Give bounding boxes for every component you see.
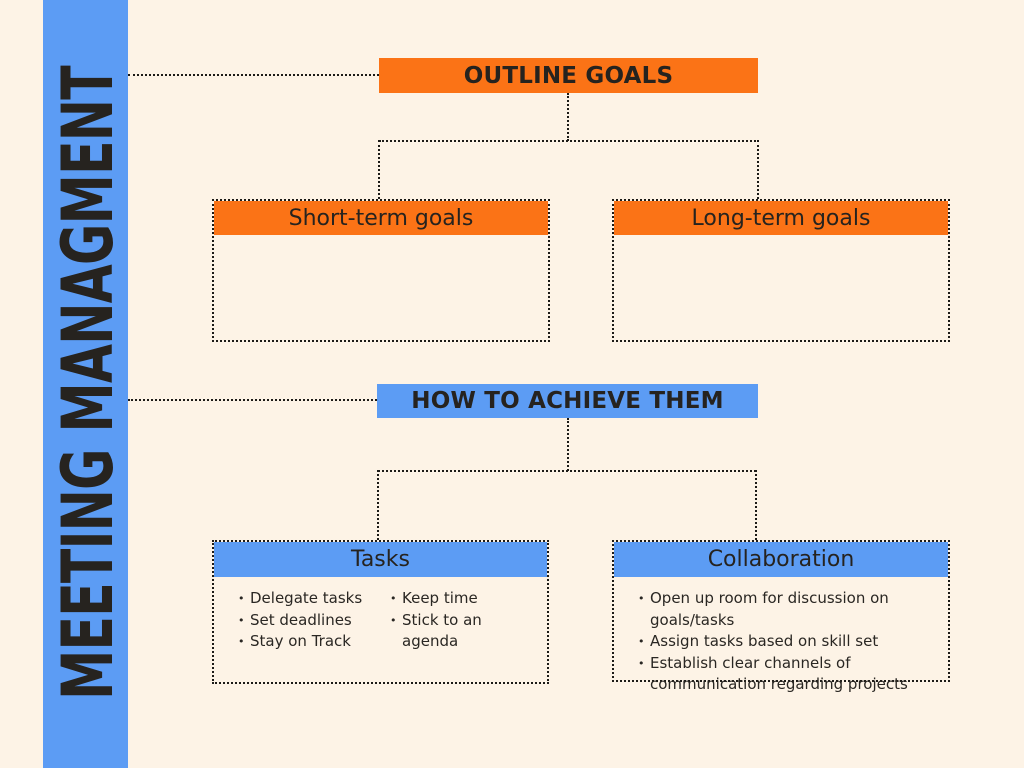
task-item: Set deadlines — [236, 610, 388, 632]
tasks-header: Tasks — [214, 542, 547, 577]
long-term-goals-body — [614, 235, 948, 246]
node-outline-goals: OUTLINE GOALS — [379, 58, 758, 93]
title-bar — [43, 0, 128, 768]
connector-how-rail — [378, 470, 756, 472]
node-long-term-goals: Long-term goals — [612, 199, 950, 342]
connector-outline-rail — [379, 140, 759, 142]
long-term-goals-header: Long-term goals — [614, 201, 948, 235]
task-item: Keep time — [388, 588, 537, 610]
collaboration-item: Assign tasks based on skill set — [636, 631, 938, 653]
collaboration-header: Collaboration — [614, 542, 948, 577]
connector-drop-long-term — [757, 140, 759, 199]
connector-outline-stem — [567, 93, 569, 141]
connector-drop-short-term — [378, 140, 380, 199]
node-collaboration: Collaboration Open up room for discussio… — [612, 540, 950, 693]
task-item: Stick to an agenda — [388, 610, 537, 653]
node-short-term-goals: Short-term goals — [212, 199, 550, 342]
task-item: Delegate tasks — [236, 588, 388, 610]
tasks-body: Delegate tasks Set deadlines Stay on Tra… — [214, 577, 547, 653]
collaboration-item: Open up room for discussion on goals/tas… — [636, 588, 938, 631]
short-term-goals-header: Short-term goals — [214, 201, 548, 235]
connector-how-stem — [567, 418, 569, 471]
node-tasks: Tasks Delegate tasks Set deadlines Stay … — [212, 540, 549, 684]
task-item: Stay on Track — [236, 631, 388, 653]
collaboration-body: Open up room for discussion on goals/tas… — [614, 577, 948, 696]
connector-bar-to-outline-goals — [128, 74, 379, 76]
connector-drop-tasks — [377, 470, 379, 540]
tasks-list-right: Keep time Stick to an agenda — [388, 588, 537, 653]
diagram-title: MEETING MANAGMENT — [47, 66, 129, 700]
collaboration-list: Open up room for discussion on goals/tas… — [636, 588, 938, 696]
node-how-to-achieve-them: HOW TO ACHIEVE THEM — [377, 384, 758, 418]
tasks-list-left: Delegate tasks Set deadlines Stay on Tra… — [236, 588, 388, 653]
connector-bar-to-how — [128, 399, 377, 401]
connector-drop-collaboration — [755, 470, 757, 540]
collaboration-item: Establish clear channels of communicatio… — [636, 653, 938, 696]
short-term-goals-body — [214, 235, 548, 246]
